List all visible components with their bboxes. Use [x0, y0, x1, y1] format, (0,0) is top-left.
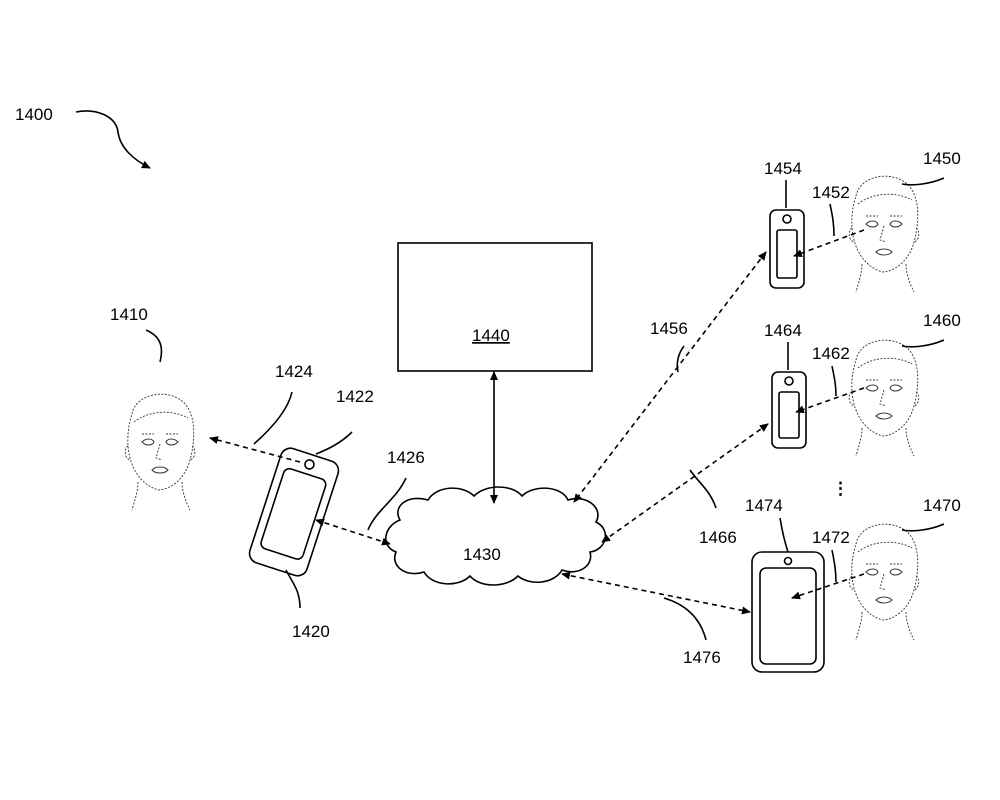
device-1464-ref: 1464 [764, 321, 802, 340]
user-1470-face [848, 523, 920, 641]
network-link-1476-ref: 1476 [683, 648, 721, 667]
device-1454-network-link [573, 251, 767, 503]
user-1460-ref: 1460 [923, 311, 961, 330]
device-1454-ref: 1454 [764, 159, 802, 178]
network-ref: 1430 [463, 545, 501, 564]
device-1454-screen [776, 229, 798, 279]
device-1464-screen [778, 391, 800, 439]
camera-icon [784, 376, 794, 386]
capture-link-1472-ref: 1472 [812, 528, 850, 547]
device-1474-screen [759, 567, 817, 665]
device-1420-ref: 1420 [292, 622, 330, 641]
camera-1422-ref: 1422 [336, 387, 374, 406]
capture-link-1452-ref: 1452 [812, 183, 850, 202]
device-1420-network-link [315, 518, 391, 546]
capture-link-1472-leader [831, 549, 837, 583]
server-ref: 1440 [472, 326, 510, 345]
device-1474-network-link [561, 571, 751, 615]
user-1410-leader [145, 329, 163, 363]
capture-link-1424-ref: 1424 [275, 362, 313, 381]
user-1450-leader [901, 177, 945, 186]
capture-link-1452-leader [829, 203, 835, 237]
camera-icon [782, 214, 792, 224]
user-1470-ref: 1470 [923, 496, 961, 515]
device-1420-capture-arrow [209, 436, 301, 463]
user-1450-ref: 1450 [923, 149, 961, 168]
device-1474 [751, 551, 825, 673]
device-1464-network-link [601, 423, 769, 543]
device-1420-screen [260, 467, 327, 560]
server-box [397, 242, 593, 372]
user-1460-face [848, 339, 920, 457]
capture-link-1424-leader [253, 391, 293, 445]
capture-link-1462-leader [831, 365, 837, 397]
user-1410-ref: 1410 [110, 305, 148, 324]
network-cloud [385, 486, 607, 586]
capture-link-1462-ref: 1462 [812, 344, 850, 363]
network-link-1466-leader [689, 469, 717, 509]
network-link-1476-leader [663, 597, 707, 641]
device-1464-body [771, 371, 807, 449]
network-link-1466-ref: 1466 [699, 528, 737, 547]
user-1460-capture-arrow [795, 387, 865, 414]
camera-icon [304, 459, 315, 470]
figure-pointer-arrow [75, 110, 151, 169]
user-1450-face [848, 175, 920, 293]
network-link-1426-ref: 1426 [387, 448, 425, 467]
device-1420-leader [285, 569, 301, 609]
user-1410-face [124, 393, 196, 511]
device-1420 [248, 447, 340, 577]
device-1464 [771, 371, 807, 449]
figure-label: 1400 [15, 105, 53, 124]
device-1474-ref: 1474 [745, 496, 783, 515]
device-1474-body [751, 551, 825, 673]
user-1460-leader [901, 339, 945, 348]
user-1450-capture-arrow [793, 229, 865, 257]
device-1454 [769, 209, 805, 289]
camera-1422-leader [315, 431, 353, 455]
device-1474-leader [779, 517, 789, 553]
camera-icon [783, 556, 793, 566]
network-link-1456-leader [676, 345, 685, 373]
device-1454-body [769, 209, 805, 289]
network-link-1456-ref: 1456 [650, 319, 688, 338]
user-1470-leader [901, 523, 945, 532]
more-users-ellipsis: ⋮ [832, 479, 849, 498]
user-1470-capture-arrow [791, 573, 865, 600]
network-link-1426-leader [367, 477, 407, 531]
